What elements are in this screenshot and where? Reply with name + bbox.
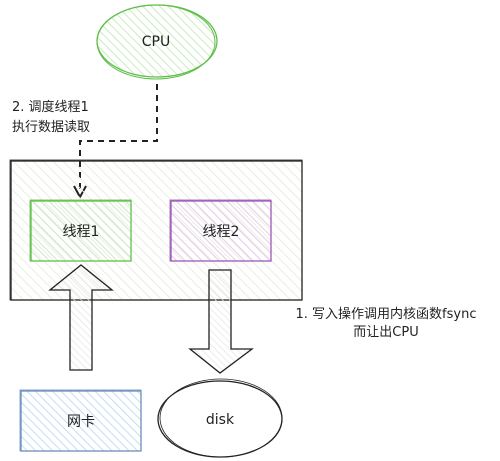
thread2-to-disk-arrow	[188, 269, 254, 374]
fsync-annotation-line2: 而让出CPU	[353, 325, 418, 340]
nic-label: 网卡	[67, 414, 95, 430]
fsync-annotation-line1: 1. 写入操作调用内核函数fsync	[296, 306, 477, 322]
thread2-label: 线程2	[203, 224, 240, 240]
disk-label: disk	[206, 412, 235, 428]
nic-box: 网卡	[19, 389, 142, 452]
nic-to-thread1-arrow	[48, 264, 114, 371]
thread1-label: 线程1	[63, 224, 100, 240]
schedule-annotation-line2: 执行数据读取	[12, 120, 90, 135]
cpu-node: CPU	[96, 4, 218, 80]
disk-node: disk	[157, 378, 283, 458]
schedule-annotation-line1: 2. 调度线程1	[12, 99, 89, 115]
thread2-box: 线程2	[169, 199, 272, 262]
thread1-box: 线程1	[29, 199, 132, 262]
cpu-label: CPU	[142, 34, 170, 50]
